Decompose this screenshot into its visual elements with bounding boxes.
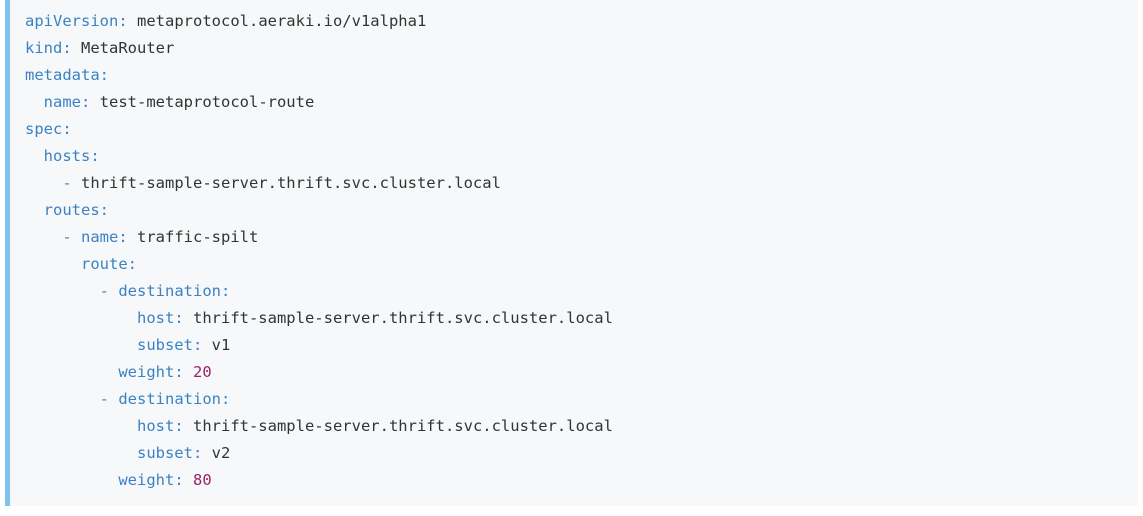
indent-spacer xyxy=(25,201,44,219)
code-line: spec: xyxy=(10,116,1138,143)
indent-spacer xyxy=(25,309,137,327)
indent-spacer xyxy=(25,417,137,435)
yaml-colon: : xyxy=(174,417,184,435)
code-line: subset: v2 xyxy=(10,440,1138,467)
yaml-value: MetaRouter xyxy=(71,39,175,57)
code-line: - destination: xyxy=(10,386,1138,413)
code-line: routes: xyxy=(10,197,1138,224)
indent-spacer xyxy=(25,363,118,381)
code-line: route: xyxy=(10,251,1138,278)
code-line: host: thrift-sample-server.thrift.svc.cl… xyxy=(10,305,1138,332)
yaml-key: subset xyxy=(136,336,193,354)
yaml-key: routes xyxy=(43,201,100,219)
yaml-value: thrift-sample-server.thrift.svc.cluster.… xyxy=(81,174,501,192)
yaml-colon: : xyxy=(174,363,184,381)
yaml-colon: : xyxy=(81,93,91,111)
indent-spacer xyxy=(25,390,100,408)
yaml-key: apiVersion xyxy=(25,12,119,30)
code-line: hosts: xyxy=(10,143,1138,170)
code-line: name: test-metaprotocol-route xyxy=(10,89,1138,116)
yaml-key: weight xyxy=(118,471,175,489)
yaml-key: metadata xyxy=(25,66,100,84)
yaml-key: route xyxy=(81,255,128,273)
code-line: host: thrift-sample-server.thrift.svc.cl… xyxy=(10,413,1138,440)
indent-spacer xyxy=(25,228,62,246)
yaml-key: spec xyxy=(25,120,63,138)
indent-spacer xyxy=(25,255,81,273)
yaml-list-dash: - xyxy=(62,174,81,192)
yaml-colon: : xyxy=(118,12,128,30)
code-line: - destination: xyxy=(10,278,1138,305)
yaml-list-dash: - xyxy=(62,228,81,246)
yaml-value: test-metaprotocol-route xyxy=(90,93,315,111)
yaml-key: subset xyxy=(136,444,193,462)
yaml-key: host xyxy=(136,309,175,327)
yaml-colon: : xyxy=(62,39,72,57)
yaml-key: kind xyxy=(25,39,63,57)
yaml-colon: : xyxy=(118,228,128,246)
yaml-colon: : xyxy=(192,336,203,354)
indent-spacer xyxy=(25,174,62,192)
indent-spacer xyxy=(25,147,44,165)
yaml-colon: : xyxy=(174,309,184,327)
yaml-colon: : xyxy=(192,444,203,462)
yaml-key: name xyxy=(81,228,119,246)
yaml-list-dash: - xyxy=(99,282,119,300)
yaml-colon: : xyxy=(90,147,100,165)
yaml-colon: : xyxy=(127,255,138,273)
yaml-colon: : xyxy=(174,471,184,489)
yaml-colon: : xyxy=(220,282,231,300)
yaml-list-dash: - xyxy=(99,390,119,408)
indent-spacer xyxy=(25,93,44,111)
indent-spacer xyxy=(25,336,137,354)
yaml-code-block[interactable]: apiVersion: metaprotocol.aeraki.io/v1alp… xyxy=(5,0,1138,506)
code-line: apiVersion: metaprotocol.aeraki.io/v1alp… xyxy=(10,8,1138,35)
yaml-colon: : xyxy=(99,66,109,84)
indent-spacer xyxy=(25,471,118,489)
yaml-value: traffic-spilt xyxy=(127,228,259,246)
yaml-value: v1 xyxy=(202,336,231,354)
yaml-value: thrift-sample-server.thrift.svc.cluster.… xyxy=(183,417,613,435)
indent-spacer xyxy=(25,282,100,300)
yaml-key: destination xyxy=(118,390,221,408)
yaml-value: metaprotocol.aeraki.io/v1alpha1 xyxy=(127,12,427,30)
yaml-colon: : xyxy=(99,201,110,219)
indent-spacer xyxy=(25,444,137,462)
yaml-colon: : xyxy=(220,390,231,408)
yaml-key: hosts xyxy=(43,147,91,165)
yaml-number-value: 20 xyxy=(183,363,212,381)
yaml-key: host xyxy=(136,417,175,435)
code-line-list: apiVersion: metaprotocol.aeraki.io/v1alp… xyxy=(10,0,1138,494)
yaml-key: destination xyxy=(118,282,221,300)
code-line: weight: 80 xyxy=(10,467,1138,494)
yaml-key: weight xyxy=(118,363,175,381)
code-line: - thrift-sample-server.thrift.svc.cluste… xyxy=(10,170,1138,197)
yaml-key: name xyxy=(43,93,81,111)
code-line: kind: MetaRouter xyxy=(10,35,1138,62)
yaml-value: thrift-sample-server.thrift.svc.cluster.… xyxy=(183,309,613,327)
yaml-colon: : xyxy=(62,120,72,138)
code-line: - name: traffic-spilt xyxy=(10,224,1138,251)
yaml-number-value: 80 xyxy=(183,471,212,489)
code-line: subset: v1 xyxy=(10,332,1138,359)
code-line: weight: 20 xyxy=(10,359,1138,386)
code-line: metadata: xyxy=(10,62,1138,89)
yaml-value: v2 xyxy=(202,444,231,462)
